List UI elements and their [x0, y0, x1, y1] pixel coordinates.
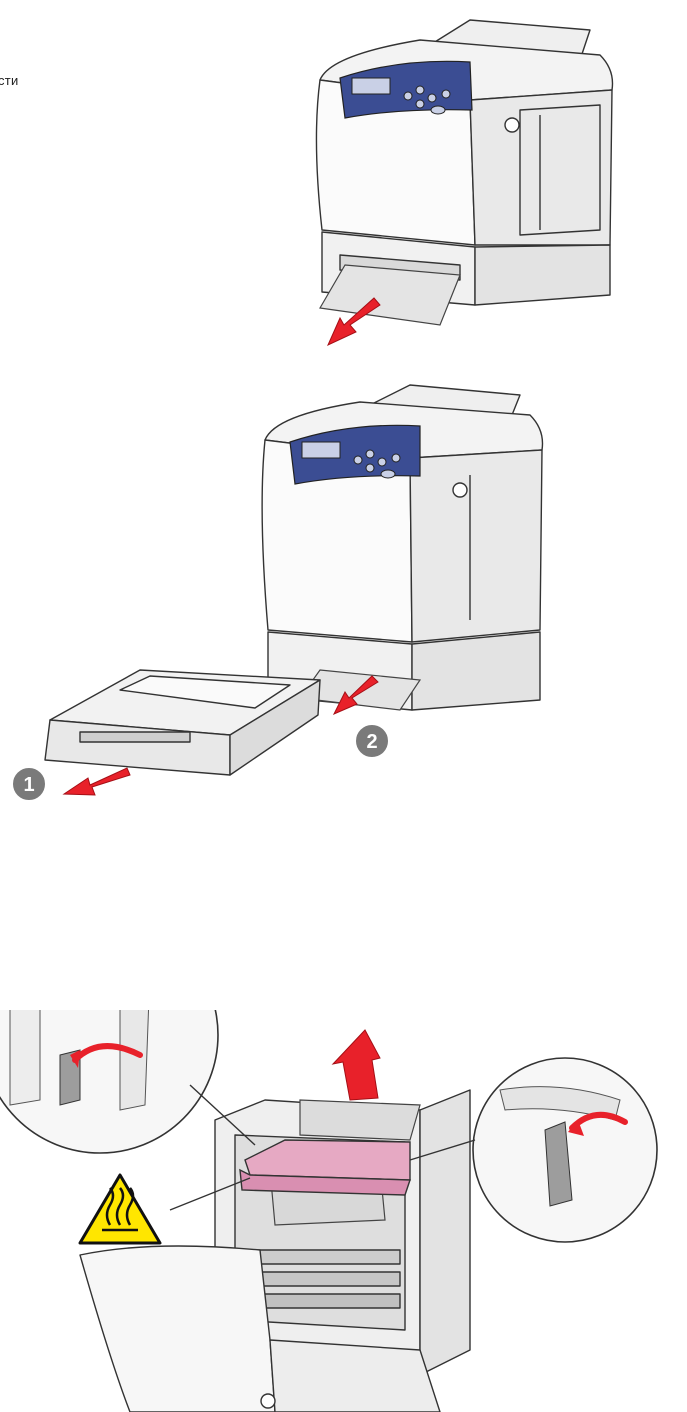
lever-detail-right: [473, 1058, 657, 1242]
step-badge-1: 1: [12, 767, 46, 801]
step-badge-2: 2: [355, 724, 389, 758]
hot-surface-warning-icon: [80, 1175, 160, 1243]
red-arrow-icon: [333, 1030, 380, 1100]
figure-remove-jammed-paper: [0, 0, 687, 370]
paper-tray: [45, 670, 320, 775]
figure-open-cover-fuser: [0, 1010, 687, 1412]
svg-text:1: 1: [23, 774, 34, 796]
figure-remove-tray-and-paper: 2 1: [0, 380, 687, 820]
lever-detail-left: [0, 1010, 218, 1153]
svg-text:2: 2: [366, 731, 377, 753]
jammed-paper: [320, 265, 460, 325]
jammed-paper: [300, 1100, 420, 1140]
red-arrow-icon: [64, 768, 130, 795]
